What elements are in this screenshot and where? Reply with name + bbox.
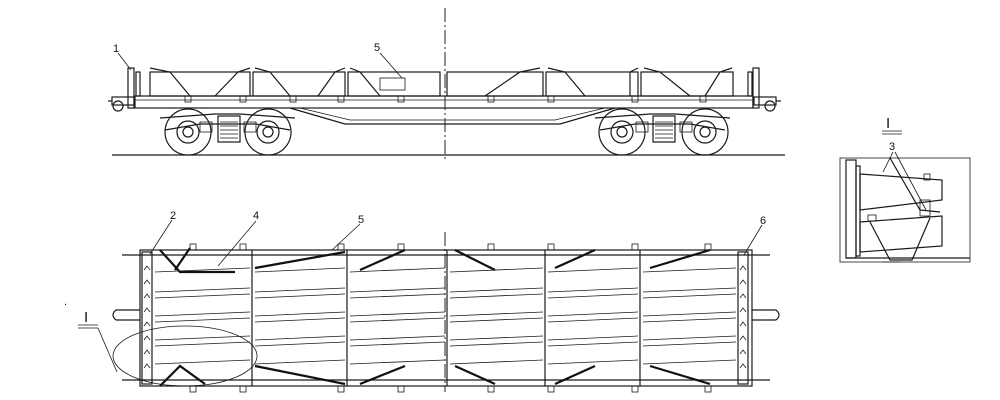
end-post-right	[752, 67, 760, 109]
center-sill	[289, 107, 616, 125]
callout-4: 4	[253, 210, 259, 222]
callout-3-leader-b	[894, 151, 927, 211]
detail-mark: I	[886, 115, 890, 132]
detail-frame	[839, 157, 971, 263]
callout-5-plan-leader	[331, 223, 361, 251]
car-deck	[134, 95, 754, 109]
side-cargo-bundles	[149, 71, 734, 97]
plan-view: I . 2 4 5 6	[64, 210, 780, 393]
svg-text:.: .	[64, 296, 67, 308]
stake-pockets	[184, 95, 707, 103]
section-mark-plan: I	[84, 309, 88, 326]
coupler-left	[108, 96, 135, 112]
end-wall-right	[737, 251, 749, 385]
detail-ellipse	[112, 325, 258, 387]
plan-coupler-left	[112, 309, 140, 321]
callout-1-leader	[117, 52, 132, 71]
callout-5-side-leader	[379, 52, 403, 79]
end-wall-left	[141, 251, 153, 385]
detail-lower-cargo	[859, 215, 943, 253]
side-elevation-view: 1 5	[108, 8, 785, 160]
plan-tie-down-straps	[159, 247, 711, 387]
callout-2: 2	[170, 210, 176, 222]
callout-6: 6	[760, 215, 766, 227]
plan-coupler-right	[752, 309, 780, 321]
plan-deck-outline	[139, 249, 753, 387]
coupler-right	[753, 96, 781, 112]
callout-1: 1	[113, 43, 119, 55]
end-post-left	[127, 67, 135, 109]
callout-5-side: 5	[374, 42, 380, 54]
bogie-right	[594, 108, 731, 156]
callout-3-leader-a	[882, 151, 894, 173]
detail-upper-cargo	[859, 173, 943, 211]
detail-I-view: I 3	[839, 115, 971, 263]
section-leader	[97, 327, 118, 373]
callout-5-plan: 5	[358, 214, 364, 226]
callout-6-leader	[743, 224, 763, 256]
side-tie-down-straps	[149, 67, 733, 97]
bogie-left	[159, 108, 296, 156]
callout-4-leader	[217, 220, 257, 267]
bay-separators	[251, 250, 641, 386]
plan-cargo-rows	[154, 267, 737, 365]
callout-2-leader	[149, 219, 173, 255]
callout-3: 3	[889, 141, 895, 153]
